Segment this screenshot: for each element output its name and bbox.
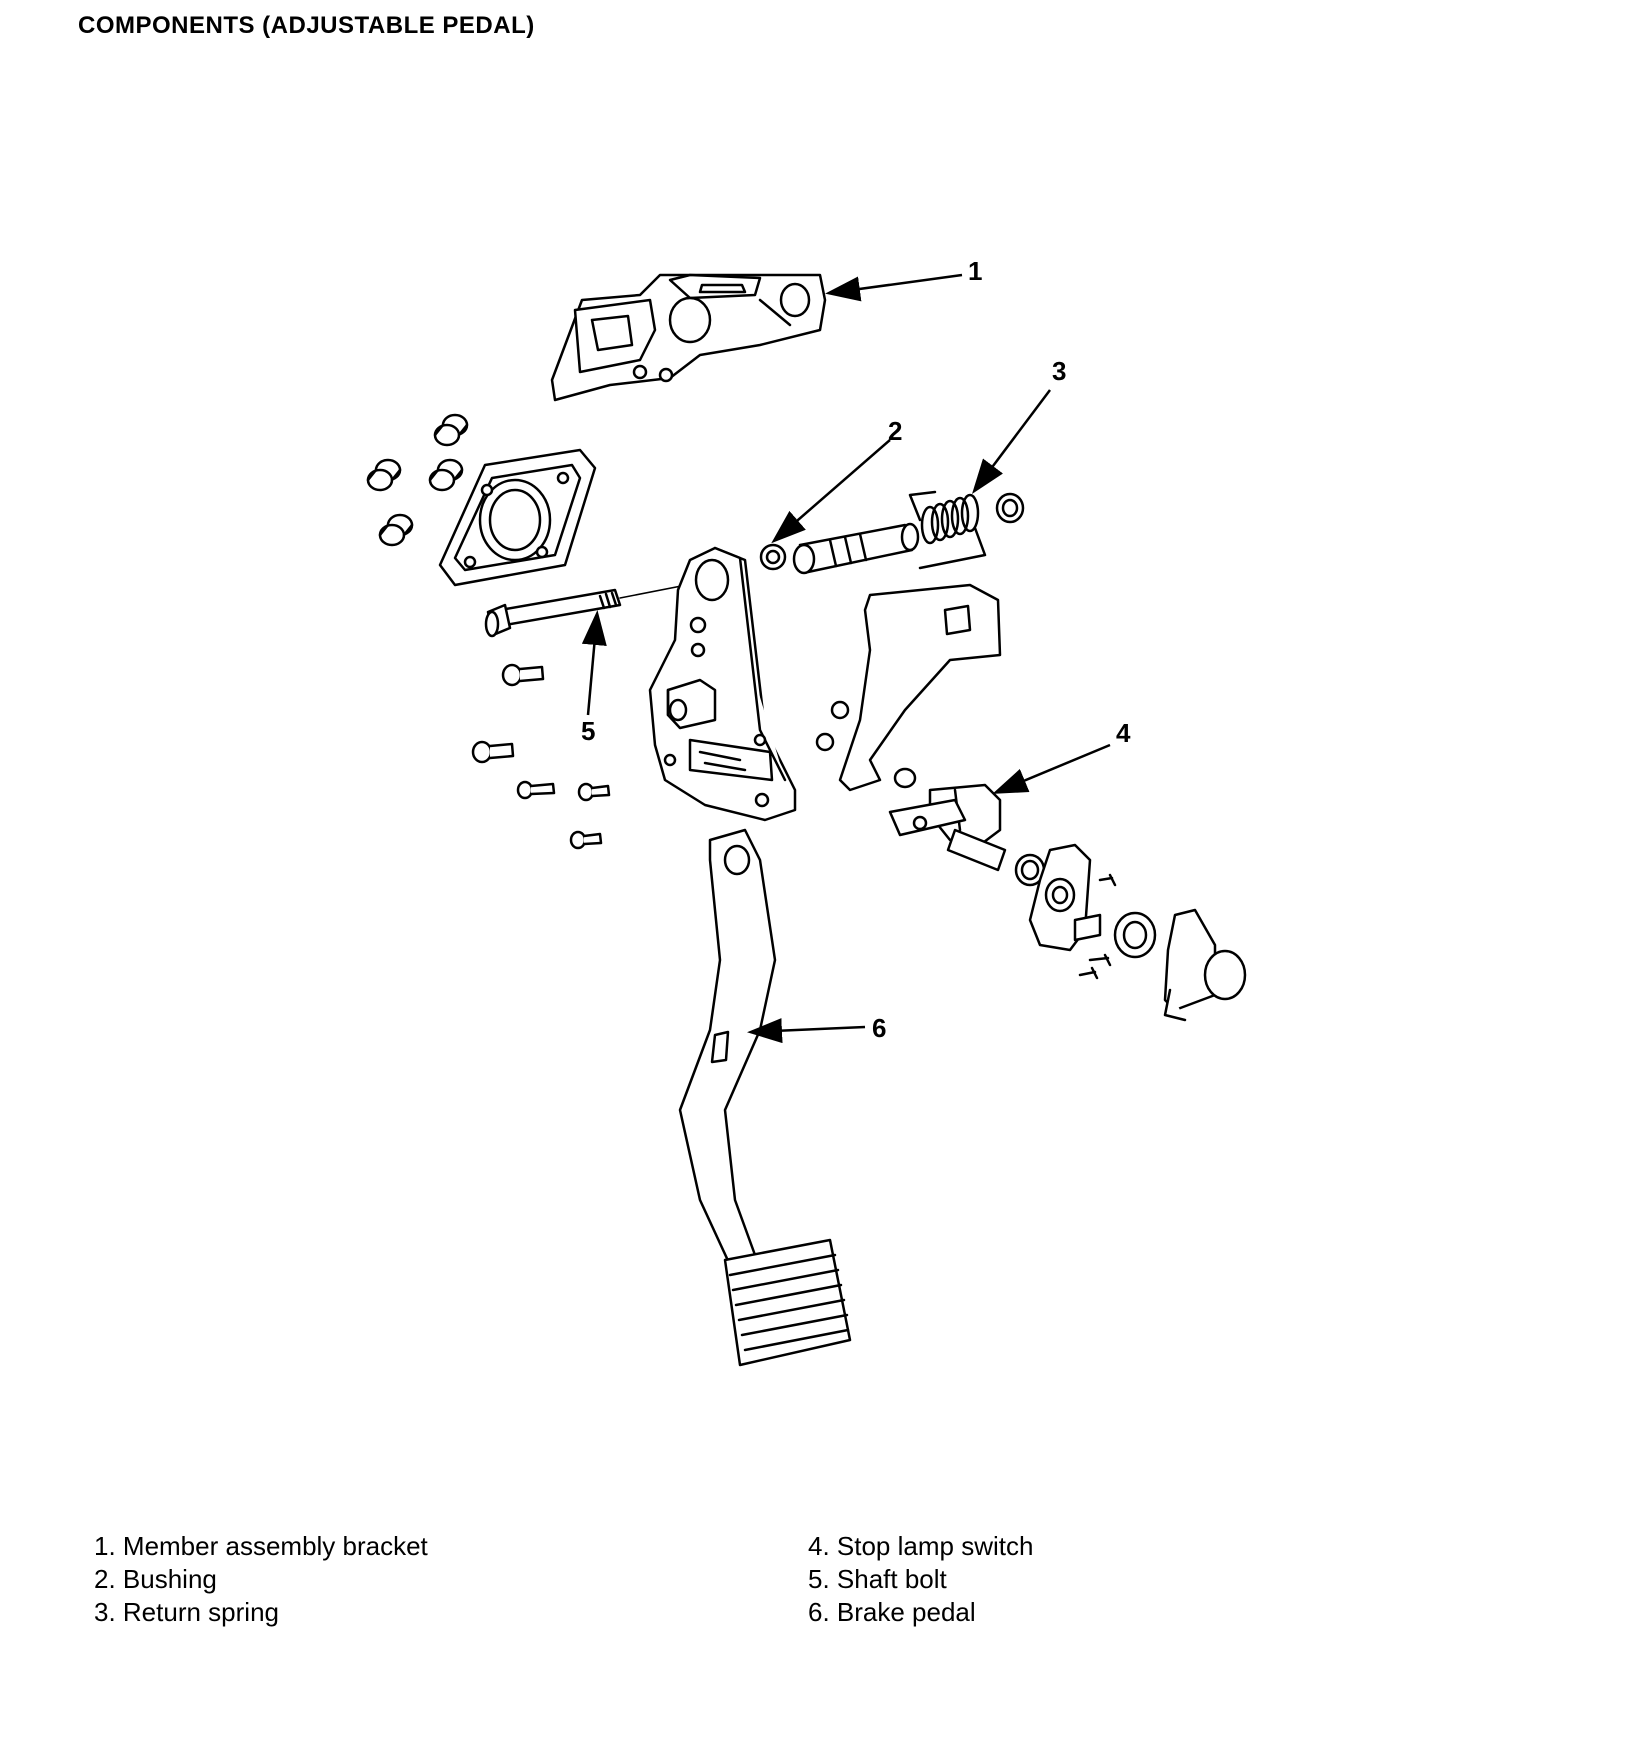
mounting-plate-drawing — [438, 448, 597, 587]
callout-6: 6 — [872, 1013, 886, 1043]
leader-line-5 — [581, 610, 607, 716]
callout-1: 1 — [968, 256, 982, 286]
legend-item-brake-pedal: 6. Brake pedal — [808, 1597, 976, 1627]
callout-5: 5 — [581, 716, 595, 746]
callout-2: 2 — [888, 416, 902, 446]
member-assembly-bracket-drawing — [550, 273, 827, 402]
legend-item-shaft-bolt: 5. Shaft bolt — [808, 1564, 947, 1594]
stop-lamp-switch-drawing — [888, 767, 1046, 887]
leader-line-4 — [992, 743, 1111, 794]
collar-nuts-drawing — [366, 413, 469, 547]
parts-legend-left: 1. Member assembly bracket 2. Bushing 3.… — [94, 1530, 428, 1629]
return-spring-drawing — [908, 490, 987, 570]
legend-item-stop-lamp-switch: 4. Stop lamp switch — [808, 1531, 1034, 1561]
leader-line-1 — [825, 273, 963, 302]
leader-line-2 — [771, 439, 891, 544]
callout-3: 3 — [1052, 356, 1066, 386]
switch-mount-drawing — [1028, 843, 1247, 1022]
pedal-carrier-drawing — [648, 546, 797, 822]
legend-item-bushing: 2. Bushing — [94, 1564, 217, 1594]
legend-item-return-spring: 3. Return spring — [94, 1597, 279, 1627]
side-bracket-drawing — [815, 583, 1002, 792]
page-title: COMPONENTS (ADJUSTABLE PEDAL) — [78, 12, 535, 39]
bushing-drawing — [759, 522, 920, 575]
shaft-bolt-drawing — [484, 579, 713, 638]
small-bolts-drawing — [471, 663, 611, 850]
brake-pedal-drawing — [678, 828, 852, 1367]
leader-line-3 — [972, 389, 1051, 494]
leader-line-6 — [747, 1018, 866, 1044]
parts-legend-right: 4. Stop lamp switch 5. Shaft bolt 6. Bra… — [808, 1530, 1033, 1629]
spring-bushing-drawing — [995, 492, 1025, 524]
callout-4: 4 — [1116, 718, 1131, 748]
legend-item-member-assembly-bracket: 1. Member assembly bracket — [94, 1531, 428, 1561]
